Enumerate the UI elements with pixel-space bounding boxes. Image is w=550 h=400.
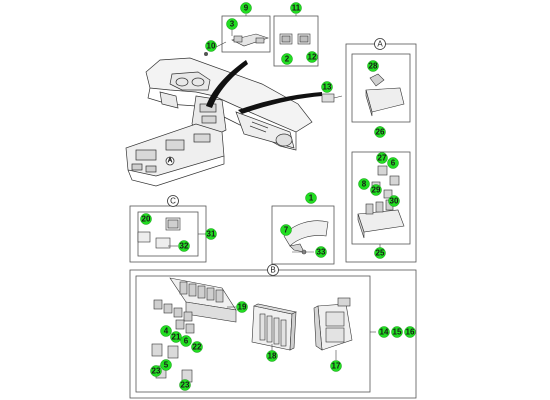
callout-11-label: 11 (292, 4, 301, 13)
group-b-box: B (129, 264, 417, 399)
callout-7: 7 (280, 224, 292, 236)
callout-23-b: 23 (179, 379, 191, 391)
callout-3: 3 (226, 18, 238, 30)
callout-18: 18 (266, 350, 278, 362)
callout-25: 25 (374, 247, 386, 259)
cluster-trim-group (271, 205, 335, 265)
callout-8-label: 8 (362, 180, 367, 189)
callout-7-label: 7 (284, 226, 289, 235)
callout-33: 33 (315, 246, 327, 258)
callout-1: 1 (305, 192, 317, 204)
callout-20: 20 (140, 213, 152, 225)
callout-9-label: 9 (244, 4, 249, 13)
callout-14-label: 14 (380, 328, 389, 337)
callout-32: 32 (178, 240, 190, 252)
callout-9: 9 (240, 2, 252, 14)
callout-4-label: 4 (164, 327, 169, 336)
callout-19: 19 (236, 301, 248, 313)
callout-30: 30 (388, 195, 400, 207)
callout-25-label: 25 (376, 249, 385, 258)
callout-6-label: 6 (391, 159, 396, 168)
callout-30-label: 30 (390, 197, 399, 206)
callout-27-label: 27 (378, 154, 387, 163)
callout-5: 5 (160, 359, 172, 371)
callout-17: 17 (330, 360, 342, 372)
callout-33-label: 33 (317, 248, 326, 257)
callout-6b-label: 6 (184, 337, 189, 346)
callout-23-a: 23 (150, 365, 162, 377)
callout-21: 21 (170, 331, 182, 343)
callout-26-label: 26 (376, 128, 385, 137)
callout-4: 4 (160, 325, 172, 337)
group-a-label: A (377, 40, 383, 49)
callout-12-label: 12 (308, 53, 317, 62)
callout-22-label: 22 (193, 343, 202, 352)
callout-29-label: 29 (372, 186, 381, 195)
group-c-box: C (129, 195, 207, 263)
callout-15-label: 15 (393, 328, 402, 337)
callout-8: 8 (358, 178, 370, 190)
callout-28: 28 (367, 60, 379, 72)
group-a-box: A (345, 38, 417, 263)
connector-part-13 (321, 93, 343, 103)
callout-20-label: 20 (142, 215, 151, 224)
leader-arrows (206, 60, 322, 114)
callout-16: 16 (404, 326, 416, 338)
callout-6: 6 (387, 157, 399, 169)
callout-1-label: 1 (309, 194, 314, 203)
group-c-label: C (170, 197, 176, 206)
callout-10-label: 10 (207, 42, 216, 51)
callout-23b-label: 23 (181, 381, 190, 390)
callout-6-b: 6 (180, 335, 192, 347)
callout-26: 26 (374, 126, 386, 138)
callout-28-label: 28 (369, 62, 378, 71)
callout-15: 15 (391, 326, 403, 338)
callout-19-label: 19 (238, 303, 247, 312)
leader-lines (168, 14, 381, 360)
callout-16-label: 16 (406, 328, 415, 337)
callout-27: 27 (376, 152, 388, 164)
callout-21-label: 21 (172, 333, 181, 342)
callout-29: 29 (370, 184, 382, 196)
callouts: 9 3 10 11 2 12 13 28 26 27 6 8 29 30 25 … (140, 2, 416, 391)
callout-11: 11 (290, 2, 302, 14)
dashboard-illustration: A (125, 57, 313, 187)
callout-31-label: 31 (207, 230, 216, 239)
group-b-label: B (270, 266, 275, 275)
callout-13: 13 (321, 81, 333, 93)
callout-18-label: 18 (268, 352, 277, 361)
callout-17-label: 17 (332, 362, 341, 371)
callout-5-label: 5 (164, 361, 169, 370)
callout-10: 10 (205, 40, 217, 52)
callout-31: 31 (205, 228, 217, 240)
callout-12: 12 (306, 51, 318, 63)
callout-13-label: 13 (323, 83, 332, 92)
callout-32-label: 32 (180, 242, 189, 251)
group-a-marker-label: A (168, 158, 172, 164)
callout-2: 2 (281, 53, 293, 65)
callout-22: 22 (191, 341, 203, 353)
callout-14: 14 (378, 326, 390, 338)
callout-3-label: 3 (230, 20, 235, 29)
callout-2-label: 2 (285, 55, 290, 64)
callout-23a-label: 23 (152, 367, 161, 376)
